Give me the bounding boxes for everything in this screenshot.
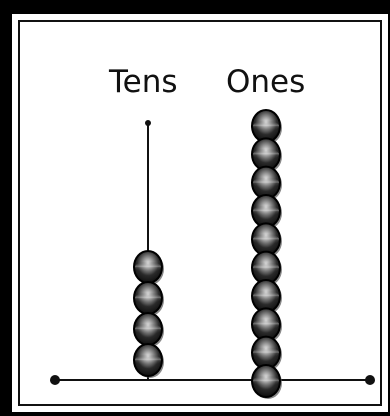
tens-bead (134, 344, 164, 378)
ones-bead (252, 365, 282, 399)
base-right-end-dot (365, 375, 375, 385)
tens-beads (134, 251, 164, 378)
tens-bead (134, 251, 164, 285)
tens-bead (134, 282, 164, 316)
tens-bead (134, 313, 164, 347)
tens-rod-top-dot (145, 120, 151, 126)
ones-beads (252, 110, 282, 399)
base-left-end-dot (50, 375, 60, 385)
